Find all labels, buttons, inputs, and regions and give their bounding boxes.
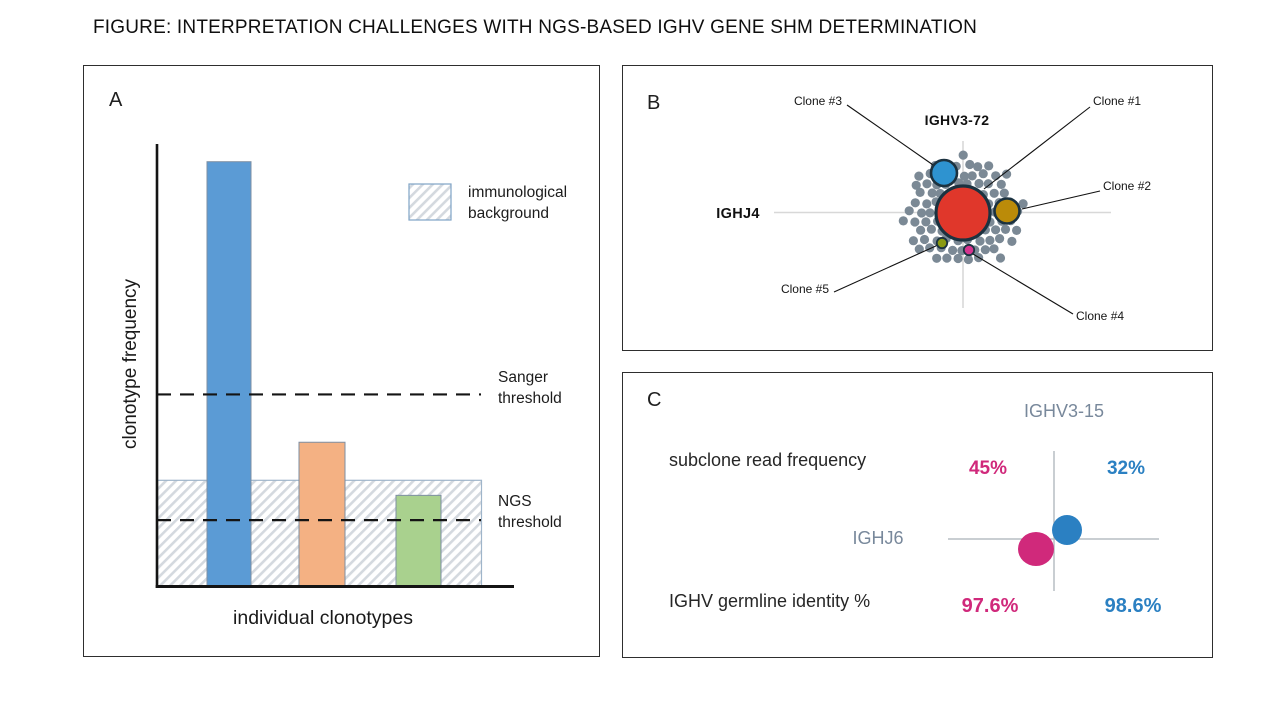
- background-read-dot: [974, 178, 984, 189]
- background-read-dot: [996, 179, 1006, 189]
- background-read-dot: [985, 235, 995, 245]
- background-read-dot: [959, 171, 969, 181]
- background-read-dot: [980, 245, 990, 255]
- clone-5-bubble: [935, 236, 949, 250]
- clone-5-label: Clone #5: [780, 282, 829, 296]
- background-read-dot: [942, 253, 952, 263]
- background-read-dot: [991, 225, 1001, 235]
- clone-5-leader-line: [833, 244, 939, 293]
- clonotype-bar-2: [298, 441, 346, 587]
- background-read-dot: [921, 217, 931, 227]
- clonotype-bar-3: [395, 494, 442, 587]
- background-read-dot: [991, 171, 1001, 181]
- background-read-dot: [958, 150, 968, 160]
- subclone-1-dot: [1018, 532, 1054, 566]
- background-read-dot: [978, 169, 988, 179]
- background-read-dot: [995, 234, 1005, 244]
- panel-c-label: C: [647, 389, 662, 411]
- background-read-dot: [989, 188, 999, 198]
- clone-2-bubble: [993, 197, 1021, 225]
- subclone-1-germline-identity: 97.6%: [961, 595, 1019, 617]
- subclone-2-dot: [1052, 515, 1082, 545]
- panel-c: C IGHV3-15 IGHJ6 subclone read frequency…: [622, 372, 1213, 658]
- background-read-dot: [983, 179, 993, 189]
- figure-title: FIGURE: INTERPRETATION CHALLENGES WITH N…: [93, 17, 978, 38]
- panel-b-plot: [774, 104, 1111, 315]
- background-read-dot: [965, 159, 975, 170]
- background-read-dot: [927, 188, 937, 198]
- panel-a: A clonotype frequency individual clonoty…: [83, 65, 600, 657]
- v-gene-label-ighv3-15: IGHV3-15: [1023, 401, 1105, 421]
- panel-c-plot: [948, 451, 1159, 591]
- background-read-dot: [919, 234, 930, 245]
- panel-a-label: A: [109, 89, 123, 111]
- background-read-dot: [1007, 236, 1017, 246]
- sanger-threshold-label: Sanger threshold: [498, 369, 562, 407]
- background-read-dot: [948, 245, 958, 255]
- background-read-dot: [910, 217, 920, 227]
- background-read-dot: [922, 199, 932, 209]
- background-read-dot: [1012, 225, 1022, 235]
- clone-1-label: Clone #1: [1093, 94, 1142, 108]
- subclone-read-frequency-label: subclone read frequency: [669, 450, 867, 470]
- panel-a-plot: [155, 144, 514, 588]
- leader-lines: [833, 104, 1101, 315]
- background-read-dot: [999, 188, 1009, 198]
- subclone-2-germline-identity: 98.6%: [1104, 595, 1162, 617]
- legend-label: immunological background: [468, 184, 568, 222]
- subclone-2-read-frequency: 32%: [1106, 458, 1146, 479]
- background-read-dot: [989, 244, 999, 254]
- background-read-dot: [904, 206, 914, 216]
- panel-b-label: B: [647, 92, 661, 114]
- background-read-dot: [925, 243, 935, 253]
- background-read-dot: [917, 208, 927, 218]
- clonotype-bar-1: [206, 161, 252, 587]
- ighv-germline-identity-label: IGHV germline identity %: [669, 591, 871, 611]
- background-read-dot: [925, 208, 935, 218]
- background-read-dot: [984, 161, 994, 171]
- clone-4-bubble: [962, 243, 976, 257]
- background-read-dot: [926, 224, 936, 234]
- background-read-dot: [1018, 199, 1028, 209]
- clone-1-leader-line: [983, 106, 1091, 190]
- background-read-dot: [911, 180, 921, 190]
- clone-4-label: Clone #4: [1076, 309, 1125, 323]
- legend-swatch: [408, 183, 452, 221]
- background-read-dot: [1000, 224, 1011, 234]
- ngs-threshold-label: NGS threshold: [498, 493, 562, 531]
- panel-a-y-axis-label: clonotype frequency: [120, 278, 141, 450]
- background-read-dot: [1002, 169, 1012, 179]
- background-read-dot: [967, 171, 977, 181]
- background-read-dot: [975, 236, 985, 246]
- background-read-dot: [908, 236, 918, 246]
- background-read-dot: [963, 254, 973, 265]
- j-gene-label-ighj6: IGHJ6: [852, 528, 904, 548]
- clone-1-bubble: [934, 184, 992, 242]
- panel-a-x-axis-label: individual clonotypes: [233, 607, 413, 629]
- background-read-dot: [953, 253, 963, 264]
- background-read-dot: [995, 253, 1006, 263]
- subclone-1-read-frequency: 45%: [968, 458, 1008, 479]
- clone-2-leader-line: [1021, 190, 1101, 210]
- background-read-dot: [898, 216, 908, 226]
- background-read-dot: [932, 253, 942, 263]
- j-gene-label-ighj4: IGHJ4: [716, 206, 760, 222]
- background-read-dot: [922, 179, 932, 189]
- v-gene-label-ighv3-72: IGHV3-72: [924, 112, 990, 128]
- background-read-dot: [910, 198, 920, 208]
- background-read-dot: [914, 244, 924, 254]
- panel-b: B IGHV3-72 IGHJ4 Clone #1 Clone #2 Clone…: [622, 65, 1213, 351]
- background-read-dot: [914, 171, 924, 181]
- background-read-dot: [915, 187, 925, 197]
- background-read-dot: [916, 225, 926, 235]
- clone-3-label: Clone #3: [793, 94, 842, 108]
- clone-3-leader-line: [846, 104, 937, 168]
- clone-2-label: Clone #2: [1103, 179, 1152, 193]
- clone-4-leader-line: [972, 253, 1074, 315]
- clone-3-bubble: [929, 158, 959, 188]
- background-read-dot: [973, 162, 983, 172]
